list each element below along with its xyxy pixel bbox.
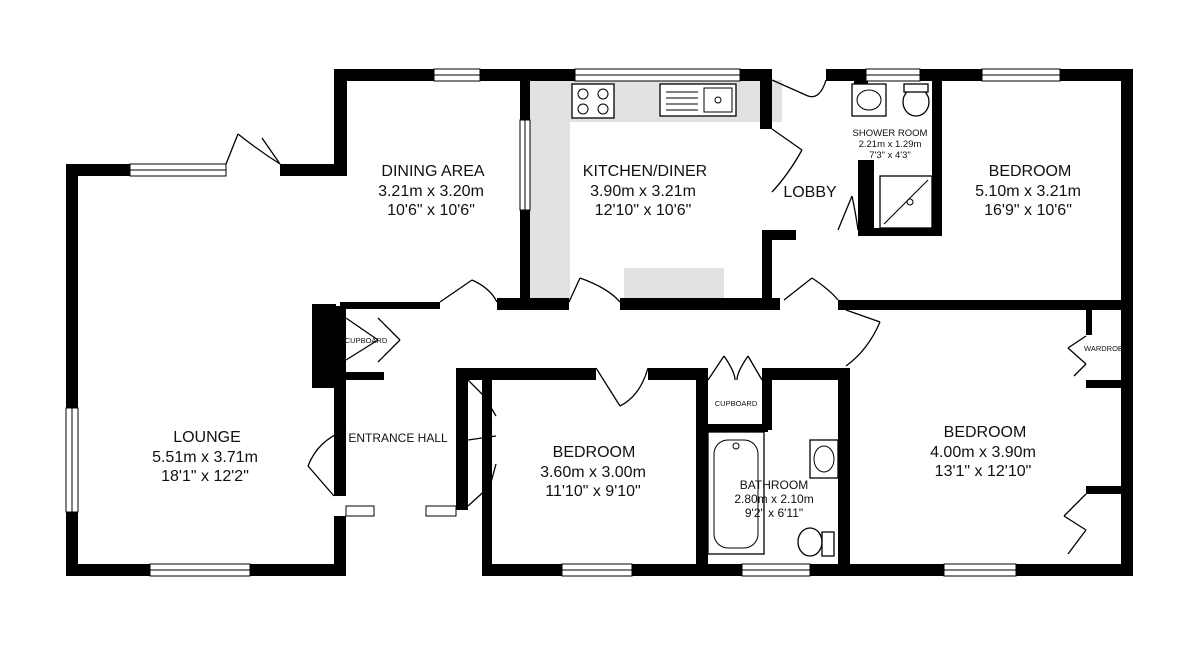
room-dining-area: DINING AREA 3.21m x 3.20m 10'6" x 10'6" bbox=[378, 163, 485, 219]
room-size-imperial: 11'10" x 9'10" bbox=[545, 483, 640, 500]
basin-icon bbox=[851, 83, 887, 117]
windows bbox=[65, 68, 1061, 577]
room-name: BEDROOM bbox=[553, 444, 636, 461]
room-size-imperial: 16'9" x 10'6" bbox=[984, 202, 1072, 219]
cupboard-label: CUPBOARD bbox=[345, 336, 388, 345]
room-size-metric: 4.00m x 3.90m bbox=[930, 444, 1036, 461]
room-size-imperial: 10'6" x 10'6" bbox=[387, 202, 475, 219]
room-size-imperial: 12'10" x 10'6" bbox=[595, 202, 692, 219]
doors bbox=[225, 79, 1087, 555]
room-name: LOBBY bbox=[783, 184, 837, 201]
room-bedroom-top: BEDROOM 5.10m x 3.21m 16'9" x 10'6" bbox=[975, 163, 1081, 219]
room-name: ENTRANCE HALL bbox=[348, 431, 448, 445]
room-bathroom: BATHROOM 2.80m x 2.10m 9'2" x 6'11" bbox=[734, 478, 813, 520]
room-bedroom-mid: BEDROOM 3.60m x 3.00m 11'10" x 9'10" bbox=[540, 444, 646, 500]
room-size-imperial: 18'1" x 12'2" bbox=[161, 468, 249, 485]
bath-icon bbox=[707, 431, 765, 555]
room-name: BEDROOM bbox=[989, 163, 1072, 180]
bath-basin-icon bbox=[809, 439, 839, 479]
shower-tray-icon bbox=[879, 175, 933, 229]
room-lobby: LOBBY bbox=[783, 184, 837, 201]
toilet-icon bbox=[902, 83, 930, 117]
room-name: SHOWER ROOM bbox=[853, 128, 928, 139]
room-size-imperial: 7'3" x 4'3" bbox=[869, 150, 911, 161]
hall-cupboard: CUPBOARD bbox=[345, 336, 388, 345]
room-size-metric: 3.90m x 3.21m bbox=[590, 183, 696, 200]
room-name: BATHROOM bbox=[740, 478, 808, 492]
room-size-metric: 2.21m x 1.29m bbox=[859, 139, 922, 150]
hob-icon bbox=[571, 83, 615, 119]
bath-toilet-icon bbox=[797, 527, 835, 557]
room-size-imperial: 13'1" x 12'10" bbox=[935, 463, 1032, 480]
room-size-metric: 5.51m x 3.71m bbox=[152, 449, 258, 466]
bedroom-wardrobe: WARDROBE bbox=[1084, 344, 1128, 353]
room-name: KITCHEN/DINER bbox=[583, 163, 707, 180]
room-lounge: LOUNGE 5.51m x 3.71m 18'1" x 12'2" bbox=[152, 429, 258, 485]
room-shower-room: SHOWER ROOM 2.21m x 1.29m 7'3" x 4'3" bbox=[853, 128, 928, 161]
room-size-metric: 2.80m x 2.10m bbox=[734, 492, 813, 506]
room-name: BEDROOM bbox=[944, 424, 1027, 441]
kitchen-sink-icon bbox=[659, 83, 737, 117]
bath-cupboard: CUPBOARD bbox=[715, 399, 758, 408]
room-size-metric: 3.21m x 3.20m bbox=[378, 183, 484, 200]
room-kitchen-diner: KITCHEN/DINER 3.90m x 3.21m 12'10" x 10'… bbox=[583, 163, 707, 219]
room-name: LOUNGE bbox=[173, 429, 241, 446]
cupboard-label: CUPBOARD bbox=[715, 399, 758, 408]
room-bedroom-right: BEDROOM 4.00m x 3.90m 13'1" x 12'10" bbox=[930, 424, 1036, 480]
room-entrance-hall: ENTRANCE HALL bbox=[348, 431, 448, 445]
room-size-metric: 5.10m x 3.21m bbox=[975, 183, 1081, 200]
room-name: DINING AREA bbox=[381, 163, 484, 180]
room-size-imperial: 9'2" x 6'11" bbox=[745, 506, 803, 520]
room-size-metric: 3.60m x 3.00m bbox=[540, 464, 646, 481]
wardrobe-label: WARDROBE bbox=[1084, 344, 1128, 353]
